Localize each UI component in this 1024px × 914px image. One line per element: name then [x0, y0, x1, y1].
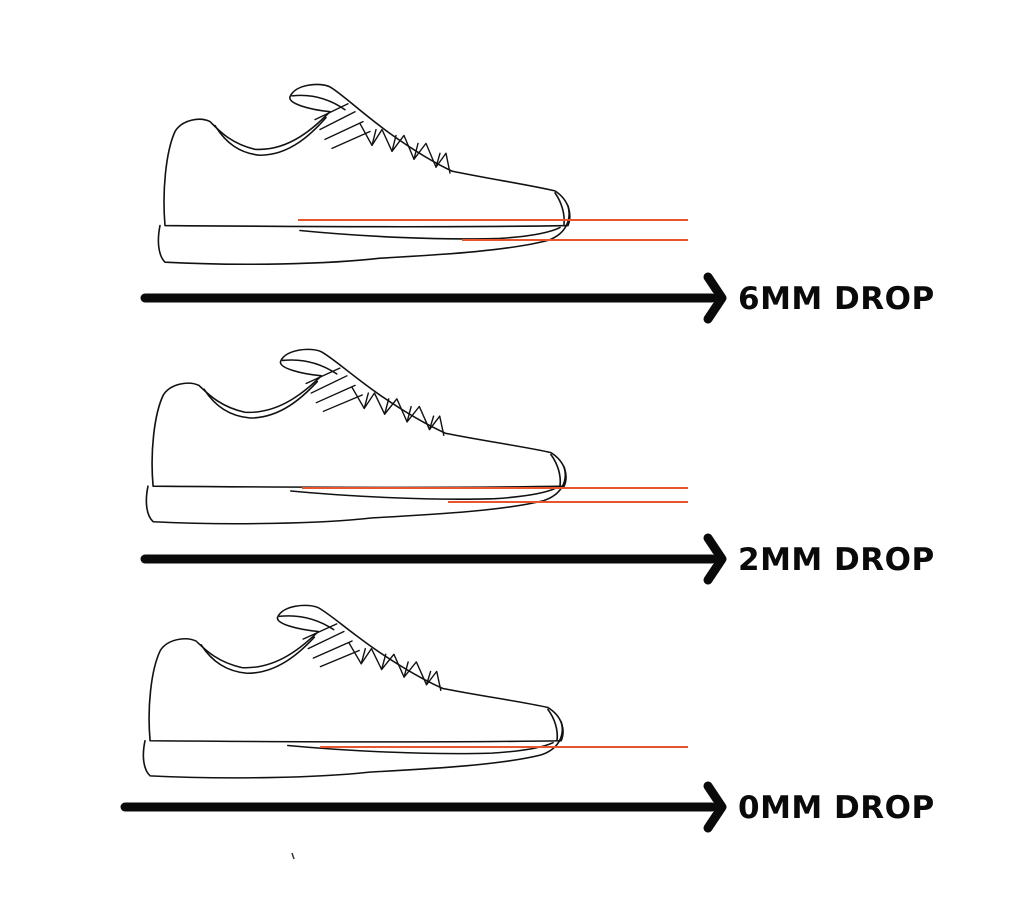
shoe-illustration-6mm: [157, 83, 571, 266]
stray-mark: [291, 852, 295, 860]
drop-label-0mm: 0MM DROP: [738, 790, 935, 826]
arrow-head-2mm: [703, 533, 727, 585]
shoe-row-2mm: 2MM DROP: [140, 348, 935, 585]
shoe-illustration-2mm: [145, 348, 567, 525]
arrow-head-6mm: [703, 272, 727, 324]
shoe-row-0mm: 0MM DROP: [120, 604, 935, 833]
arrow-head-0mm: [703, 781, 727, 833]
shoe-illustration-0mm: [142, 604, 564, 779]
drop-label-6mm: 6MM DROP: [738, 281, 935, 317]
shoe-row-6mm: 6MM DROP: [140, 83, 935, 324]
drop-label-2mm: 2MM DROP: [738, 542, 935, 578]
